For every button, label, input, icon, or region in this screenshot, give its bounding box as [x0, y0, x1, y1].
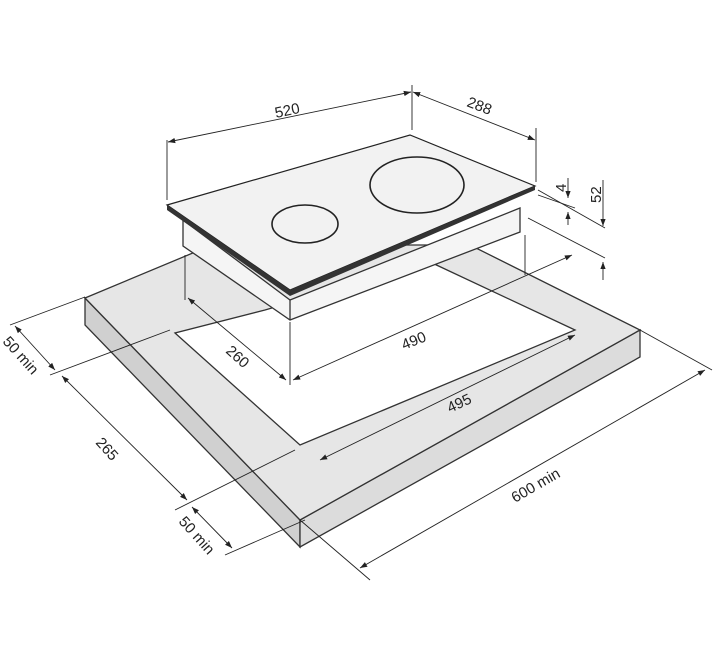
dim-side-clearance-bottom: 50 min — [175, 513, 218, 558]
dim-front-distance: 265 — [92, 434, 121, 464]
dim-side-clearance-left: 50 min — [0, 333, 42, 378]
dim-cutout-depth: 260 — [222, 342, 252, 371]
cooking-zone-small — [271, 204, 339, 244]
dimension-lines — [9, 85, 713, 581]
dim-hob-height: 52 — [588, 186, 605, 203]
dim-hob-width: 520 — [273, 100, 301, 122]
dim-cutout-width: 490 — [399, 329, 429, 354]
dim-glass-thickness: 4 — [553, 184, 570, 192]
dim-hob-depth: 288 — [465, 94, 494, 119]
dim-countertop-depth: 600 min — [509, 465, 564, 506]
hob — [165, 134, 537, 321]
cooking-zone-large — [369, 156, 465, 214]
